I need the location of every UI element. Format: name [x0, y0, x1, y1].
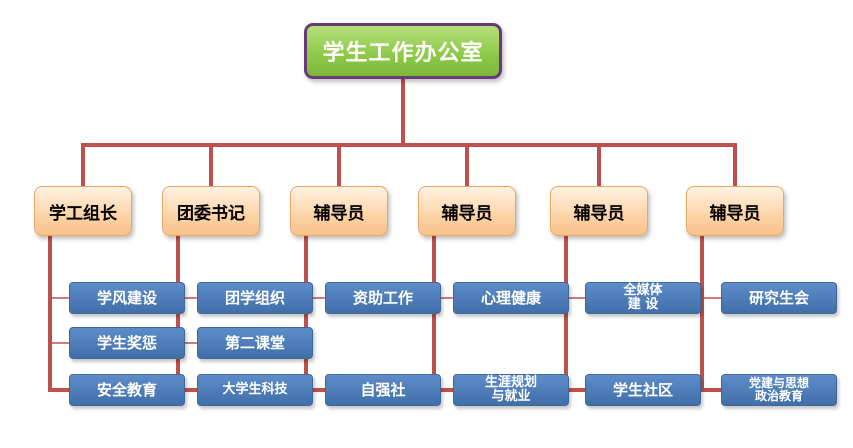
task-label-line: 学风建设	[96, 288, 157, 307]
task-label-line: 安全教育	[96, 380, 157, 399]
task-label-line: 与就业	[491, 389, 531, 404]
division-head-2: 团委书记	[162, 186, 260, 236]
division-head-4: 辅导员	[418, 186, 516, 236]
task-node-5-2: 学生社区	[585, 374, 701, 406]
root-node-student-affairs-office: 学生工作办公室	[304, 23, 502, 79]
task-node-3-2: 自强社	[325, 374, 441, 406]
task-node-6-2: 党建与思想政治教育	[721, 374, 837, 406]
task-label-line: 全媒体	[623, 282, 663, 298]
task-label-line: 心理健康	[480, 288, 541, 307]
task-label-line: 建 设	[627, 297, 659, 312]
task-node-1-3: 安全教育	[69, 374, 185, 406]
division-head-5: 辅导员	[550, 186, 648, 236]
task-label-line: 大学生科技	[222, 381, 288, 397]
task-node-4-1: 心理健康	[453, 282, 569, 314]
division-head-3: 辅导员	[290, 186, 388, 236]
task-node-2-2: 第二课堂	[197, 327, 313, 359]
task-label-line: 学生社区	[612, 380, 673, 399]
task-node-5-1: 全媒体建 设	[585, 282, 701, 314]
division-head-1: 学工组长	[34, 186, 132, 236]
task-label-line: 资助工作	[352, 288, 413, 307]
task-node-3-1: 资助工作	[325, 282, 441, 314]
task-label-line: 党建与思想	[748, 375, 809, 390]
task-node-1-2: 学生奖惩	[69, 327, 185, 359]
task-label-line: 团学组织	[224, 288, 285, 307]
division-head-6: 辅导员	[686, 186, 784, 236]
task-node-2-1: 团学组织	[197, 282, 313, 314]
task-node-6-1: 研究生会	[721, 282, 837, 314]
task-label-line: 政治教育	[754, 389, 803, 403]
task-label-line: 第二课堂	[224, 333, 285, 352]
task-label-line: 学生奖惩	[96, 333, 157, 352]
task-label-line: 自强社	[360, 380, 406, 399]
task-node-2-3: 大学生科技	[197, 374, 313, 406]
task-label-line: 研究生会	[748, 288, 809, 307]
task-node-1-1: 学风建设	[69, 282, 185, 314]
task-node-4-2: 生涯规划与就业	[453, 374, 569, 406]
task-label-line: 生涯规划	[484, 374, 537, 390]
